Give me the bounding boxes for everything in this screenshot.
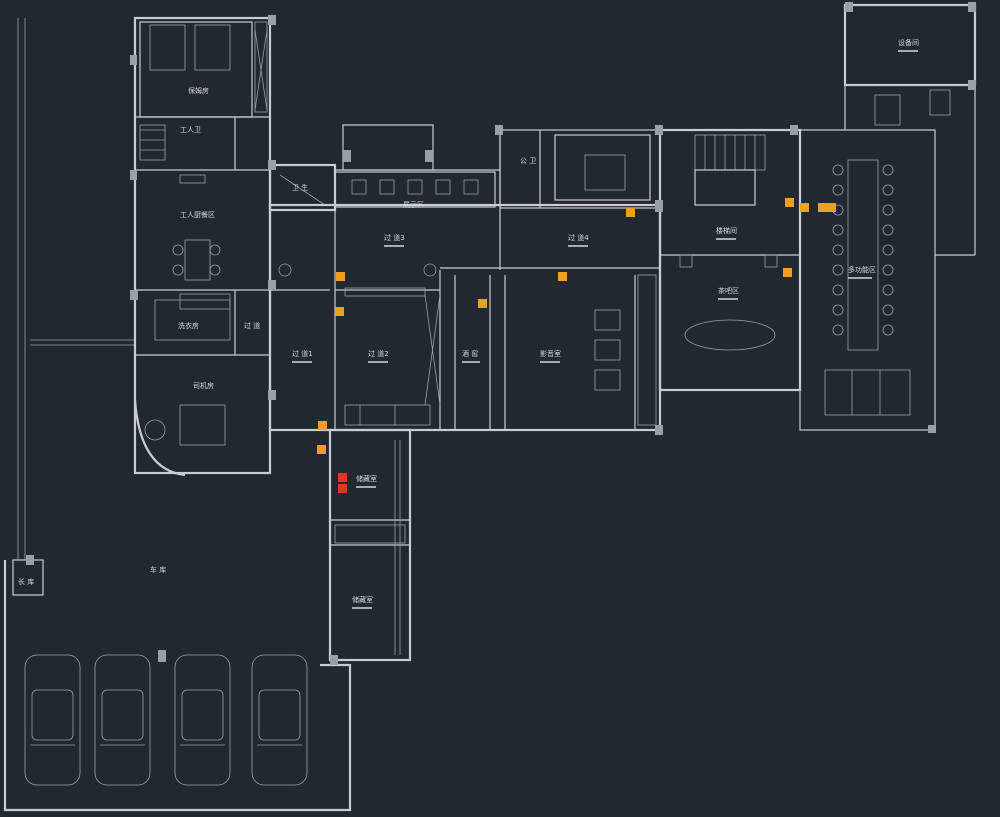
label-tea-area: 茶吧区: [718, 286, 739, 295]
marker-red: [338, 473, 347, 482]
central-block-walls: [268, 124, 662, 432]
label-aisle-2: 过 道2: [368, 349, 389, 358]
label-aisle-3: 过 道3: [384, 233, 405, 242]
marker-orange: [818, 203, 836, 212]
marker-orange: [558, 272, 567, 281]
marker-orange: [318, 421, 327, 430]
marker-orange: [626, 208, 635, 217]
label-staff-dorm: 保姆房: [188, 86, 209, 95]
storage-corridor-walls: [328, 428, 412, 662]
label-worker-room: 工人卫: [180, 126, 201, 134]
label-aisle-4: 过 道4: [568, 233, 589, 242]
marker-orange: [800, 203, 809, 212]
car-3: [174, 654, 231, 786]
car-2: [94, 654, 151, 786]
label-aisle-1: 过 道1: [292, 349, 313, 358]
car-4: [251, 654, 308, 786]
garage-cars: [24, 654, 308, 786]
marker-orange: [335, 307, 344, 316]
marker-orange: [317, 445, 326, 454]
label-garage: 车 库: [150, 565, 166, 574]
garage-walls: [3, 559, 352, 812]
label-storage-lower: 储藏室: [352, 595, 373, 604]
label-driver-room: 司机房: [193, 381, 214, 390]
room-labels: 设备间 保姆房 工人卫 工人厨餐区 洗衣房 过 道 司机房 卫 生 公 卫 展示…: [18, 38, 919, 609]
car-1: [24, 654, 81, 786]
structural-columns: [26, 2, 976, 665]
label-garage-office: 长 库: [18, 577, 34, 586]
label-activity-area: 多功能区: [848, 265, 876, 274]
fire-equipment-markers: [317, 198, 836, 493]
label-display-area: 展示区: [403, 201, 424, 209]
marker-orange: [783, 268, 792, 277]
label-laundry: 洗衣房: [178, 321, 199, 330]
label-toilet-left: 卫 生: [292, 183, 308, 192]
marker-orange: [785, 198, 794, 207]
label-storage-upper: 储藏室: [356, 474, 377, 483]
marker-orange: [336, 272, 345, 281]
label-stair-hall: 楼梯间: [716, 226, 737, 235]
right-wing-walls: [799, 3, 977, 431]
label-equipment: 设备间: [898, 38, 919, 47]
label-cinema: 影音室: [540, 349, 561, 358]
marker-red: [338, 484, 347, 493]
label-corridor-small: 过 道: [244, 321, 260, 330]
label-staff-dining: 工人厨餐区: [180, 210, 215, 219]
marker-orange: [478, 299, 487, 308]
right-center-walls: [658, 128, 802, 392]
label-wine-cellar: 酒 窖: [462, 349, 478, 358]
label-toilet-right: 公 卫: [520, 157, 536, 165]
